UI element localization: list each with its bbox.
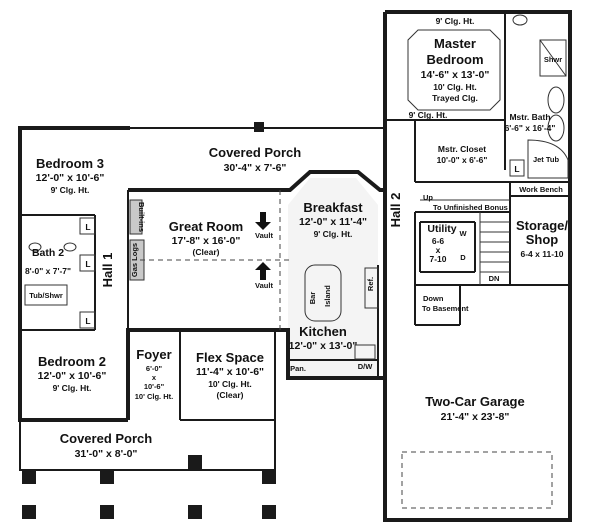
great-room-note: (Clear): [193, 247, 220, 257]
work-bench-label: Work Bench: [519, 185, 563, 194]
interior-walls: [20, 12, 570, 421]
foyer-dim3: 10'-6": [144, 382, 165, 391]
stairs: [420, 199, 510, 285]
closet-l-4: L: [514, 164, 519, 174]
kitchen-name: Kitchen: [299, 324, 347, 339]
down-basement-line2: To Basement: [422, 304, 469, 313]
master-closet-name: Mstr. Closet: [438, 144, 486, 154]
up-bonus-line2: To Unfinished Bonus: [433, 203, 508, 212]
great-room-name: Great Room: [169, 219, 243, 234]
exterior-walls: [18, 10, 572, 522]
flex-note: (Clear): [217, 390, 244, 400]
vault-top-label: Vault: [255, 231, 273, 240]
bedroom3-size: 12'-0" x 10'-6": [36, 172, 105, 184]
bath2-tub: Tub/Shwr: [29, 291, 63, 300]
breakfast-ceiling: 9' Clg. Ht.: [314, 229, 353, 239]
trayed-ceiling-outline: [407, 29, 501, 111]
bath2-name: Bath 2: [32, 247, 64, 259]
built-ins-label: Built-ins: [137, 202, 146, 232]
dn-label: DN: [489, 274, 500, 283]
storage-size: 6-4 x 11-10: [520, 249, 563, 259]
vault-bottom-label: Vault: [255, 281, 273, 290]
flex-ceiling: 10' Clg. Ht.: [208, 379, 252, 389]
master-bedroom-ceiling: 10' Clg. Ht.: [433, 82, 477, 92]
built-ins-cabinet: [129, 199, 143, 235]
foyer-name: Foyer: [136, 347, 171, 362]
utility-dim3: 7-10: [429, 254, 446, 264]
bar-label: Bar: [308, 292, 317, 305]
bedroom3-ceiling: 9' Clg. Ht.: [51, 185, 90, 195]
gas-logs-label: Gas Logs: [130, 243, 139, 277]
closet-l-3: L: [85, 316, 90, 326]
master-bath-size: 6'-6" x 16'-4": [505, 123, 556, 133]
garage-name: Two-Car Garage: [425, 394, 524, 409]
tile-floor-breakfast: [288, 178, 378, 378]
breakfast-size: 12'-0" x 11'-4": [299, 216, 367, 228]
garage-size: 21'-4" x 23'-8": [441, 411, 510, 423]
utility-name: Utility: [427, 223, 456, 235]
front-porch: [19, 122, 276, 519]
flex-name: Flex Space: [196, 350, 264, 365]
master-bedroom-size: 14'-6" x 13'-0": [421, 69, 490, 81]
covered-porch-back-size: 30'-4" x 7'-6": [224, 162, 287, 174]
closet-l-2: L: [85, 259, 90, 269]
bath2-size: 8'-0" x 7'-7": [25, 266, 71, 276]
bedroom2-ceiling: 9' Clg. Ht.: [53, 383, 92, 393]
vault-arrows: [255, 212, 271, 280]
linen-closets: [79, 159, 525, 329]
covered-porch-front-name: Covered Porch: [60, 431, 153, 446]
master-bedroom-name-2: Bedroom: [426, 52, 483, 67]
kitchen-size: 12'-0" x 13'-0": [289, 340, 358, 352]
utility-dim1: 6-6: [432, 236, 445, 246]
island-label: Island: [323, 285, 332, 307]
master-ceiling-top: 9' Clg. Ht.: [436, 16, 475, 26]
bedroom3-name: Bedroom 3: [36, 156, 104, 171]
master-bedroom-note: Trayed Clg.: [432, 93, 478, 103]
bath2-fixtures: [24, 242, 77, 306]
hall1-label: Hall 1: [100, 253, 115, 288]
bedroom2-size: 12'-0" x 10'-6": [38, 370, 107, 382]
master-ceiling-left: 9' Clg. Ht.: [409, 110, 448, 120]
master-bath-fixtures: [512, 14, 569, 179]
utility-dryer: D: [460, 253, 466, 262]
down-basement-line1: Down: [423, 294, 444, 303]
closet-l-1: L: [85, 222, 90, 232]
pantry-label: Pan.: [290, 364, 306, 373]
bedroom2-name: Bedroom 2: [38, 354, 106, 369]
garage-door: [401, 451, 553, 509]
hall2-label: Hall 2: [388, 193, 403, 228]
utility-dim2: x: [436, 245, 441, 255]
covered-porch-front-size: 31'-0" x 8'-0": [75, 448, 138, 460]
up-bonus-line1: Up: [423, 193, 433, 202]
master-bath-name: Mstr. Bath: [509, 112, 550, 122]
foyer-dim2: x: [152, 373, 157, 382]
utility-washer: W: [459, 229, 467, 238]
shower-label: Shwr: [544, 55, 562, 64]
foyer-dim1: 6'-0": [146, 364, 163, 373]
master-closet-size: 10'-0" x 6'-6": [437, 155, 488, 165]
breakfast-name: Breakfast: [303, 200, 363, 215]
ref-label: Ref.: [366, 277, 375, 291]
storage-name-1: Storage/: [516, 218, 568, 233]
dw-label: D/W: [358, 362, 374, 371]
flex-size: 11'-4" x 10'-6": [196, 366, 264, 378]
foyer-ceiling: 10' Clg. Ht.: [135, 392, 173, 401]
jet-tub-label: Jet Tub: [533, 155, 560, 164]
covered-porch-back-name: Covered Porch: [209, 145, 302, 160]
storage-name-2: Shop: [526, 232, 559, 247]
great-room-size: 17'-8" x 16'-0": [172, 235, 241, 247]
master-bedroom-name-1: Master: [434, 36, 476, 51]
kitchen-island: [304, 264, 379, 360]
